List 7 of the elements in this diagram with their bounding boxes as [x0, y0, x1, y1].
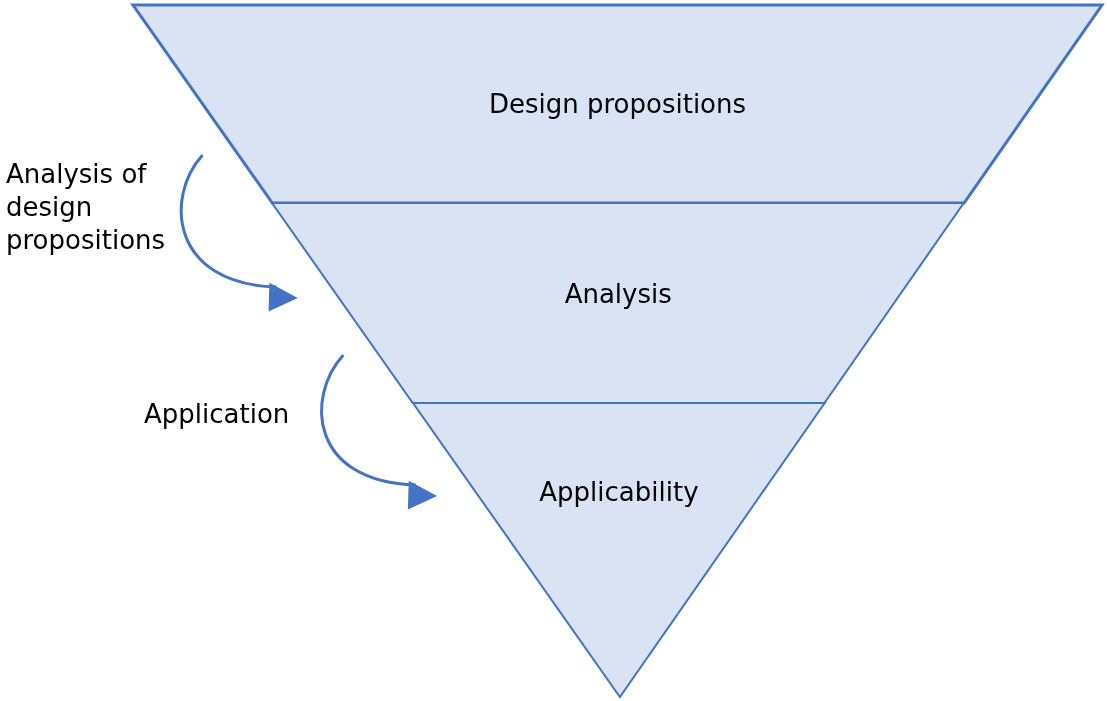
- edge-label: Analysis of design propositions: [6, 158, 167, 257]
- edge-label: Application: [144, 398, 291, 431]
- curved-arrow: [179, 154, 297, 311]
- curved-arrow: [320, 354, 437, 509]
- band-label: Applicability: [538, 477, 700, 507]
- band-label: Analysis: [563, 279, 673, 309]
- band-label: Design propositions: [487, 89, 748, 119]
